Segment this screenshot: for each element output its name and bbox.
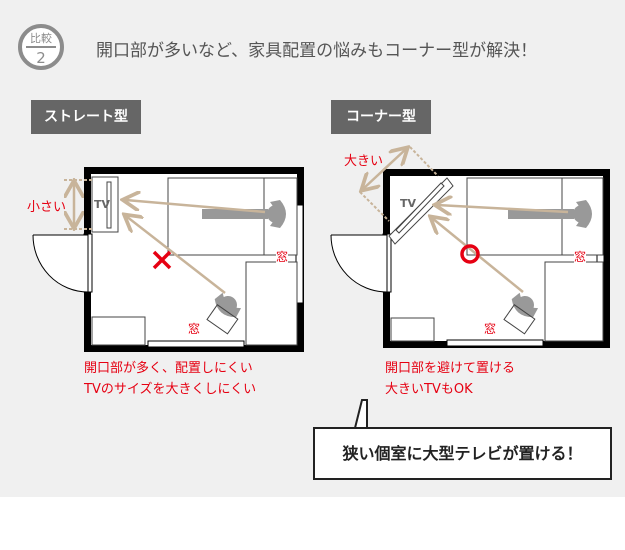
- window-bottom: [147, 340, 245, 348]
- floorplans: TV TV: [32, 0, 610, 429]
- badge-label: 比較: [30, 32, 52, 45]
- straight-note-line2: TVのサイズを大きくしにくい: [84, 382, 257, 397]
- badge-number: 2: [36, 49, 46, 67]
- window-bottom: [446, 339, 544, 347]
- shelf: [91, 316, 146, 346]
- callout-tail: [354, 399, 368, 429]
- chair: [206, 304, 239, 335]
- tv-stand: [91, 176, 119, 233]
- circle-mark-icon: [460, 244, 480, 264]
- straight-note-line1: 開口部が多く、配置しにくい: [84, 361, 253, 376]
- tv-label-straight: TV: [94, 198, 111, 211]
- window-label: 窓: [574, 248, 587, 265]
- size-label-small: 小さい: [27, 200, 67, 215]
- corner-note-line1: 開口部を避けて置ける: [385, 361, 516, 376]
- x-mark-icon: [152, 250, 172, 270]
- straight-note: 開口部が多く、配置しにくい TVのサイズを大きくしにくい: [84, 358, 256, 400]
- desk: [544, 261, 604, 342]
- chair: [503, 304, 536, 335]
- tv-label-corner: TV: [400, 197, 417, 210]
- window-label: 窓: [188, 322, 201, 336]
- window-label: 窓: [276, 248, 289, 265]
- door: [330, 234, 388, 293]
- comparison-badge: 比較 2: [18, 24, 64, 70]
- door: [32, 234, 89, 293]
- straight-floorplan: TV: [32, 167, 304, 352]
- tv-straight: [106, 181, 112, 229]
- window-label: 窓: [484, 322, 497, 336]
- tag-straight: ストレート型: [31, 100, 141, 134]
- shelf: [390, 317, 435, 342]
- headline: 開口部が多いなど、家具配置の悩みもコーナー型が解決！: [96, 41, 538, 61]
- corner-note: 開口部を避けて置ける 大きいTVもOK: [385, 358, 515, 400]
- size-label-large: 大きい: [344, 154, 384, 169]
- desk: [245, 261, 298, 346]
- callout-box: 狭い個室に大型テレビが置ける！: [313, 427, 612, 480]
- corner-floorplan: TV: [330, 147, 610, 348]
- corner-note-line2: 大きいTVもOK: [385, 382, 473, 397]
- tag-corner: コーナー型: [331, 100, 431, 134]
